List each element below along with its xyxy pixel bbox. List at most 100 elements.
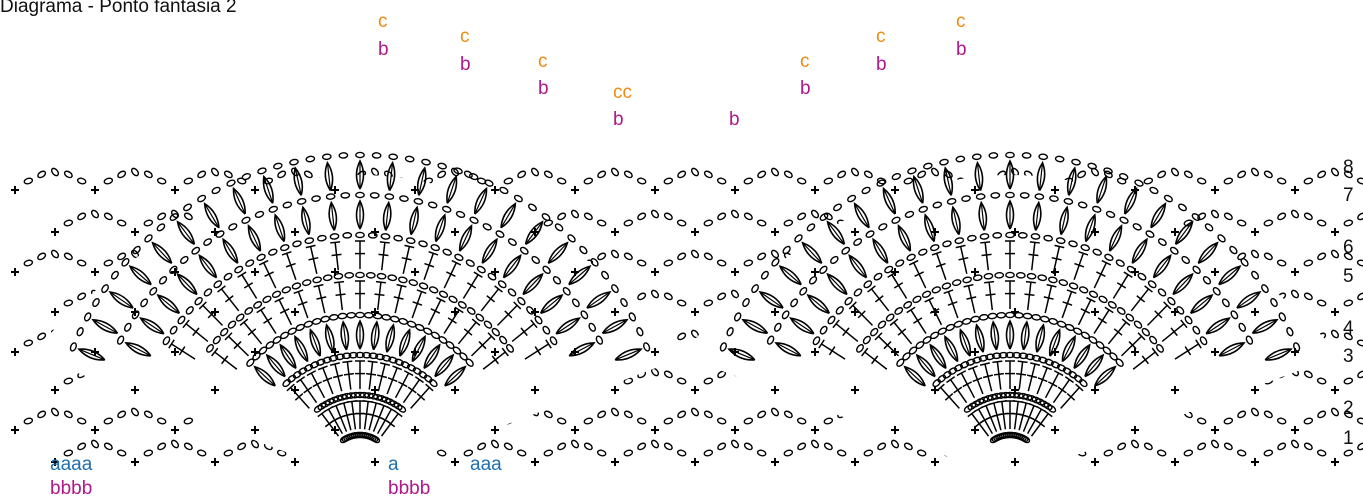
chain-stitch-icon — [941, 282, 952, 290]
chain-stitch-icon — [329, 233, 340, 240]
chain-stitch-icon — [273, 162, 283, 170]
double-crochet-icon — [293, 289, 309, 319]
chain-stitch-icon — [169, 213, 179, 221]
chain-stitch-icon — [1134, 179, 1144, 187]
chain-stitch-icon — [921, 290, 932, 299]
chain-stitch-icon — [476, 177, 487, 185]
chain-stitch-icon — [773, 322, 782, 332]
double-crochet-icon — [427, 296, 446, 326]
chain-stitch-icon — [418, 282, 429, 290]
chain-stitch-icon — [903, 177, 914, 185]
double-crochet-icon — [329, 362, 344, 392]
chain-stitch-icon — [971, 153, 982, 161]
chain-stitch-icon — [1034, 193, 1045, 200]
single-crochet-icon — [971, 426, 979, 434]
chain-stitch-icon — [1276, 259, 1287, 267]
chain-stitch-icon — [76, 177, 87, 185]
label-c-2: c — [460, 26, 470, 47]
chain-stitch-icon — [400, 361, 411, 369]
chain-stitch-icon — [1245, 335, 1254, 345]
chain-stitch-icon — [918, 248, 928, 256]
chain-stitch-icon — [1230, 310, 1239, 320]
chain-stitch-icon — [321, 153, 332, 161]
chain-stitch-icon — [885, 313, 895, 322]
chain-stitch-icon — [1316, 299, 1327, 307]
chain-stitch-icon — [262, 295, 272, 304]
chain-stitch-icon — [1141, 327, 1150, 337]
chain-stitch-icon — [757, 252, 767, 261]
chain-stitch-icon — [457, 301, 467, 309]
double-crochet-icon — [313, 283, 327, 314]
chain-stitch-icon — [932, 378, 941, 388]
double-crochet-icon — [480, 285, 503, 312]
chain-stitch-icon — [812, 336, 821, 346]
chain-stitch-icon — [677, 332, 687, 341]
chain-stitch-icon — [1133, 320, 1143, 329]
chain-stitch-icon — [588, 322, 597, 332]
chain-stitch-icon — [450, 167, 460, 177]
chain-stitch-icon — [1157, 288, 1167, 297]
double-crochet-icon — [979, 362, 994, 392]
single-crochet-icon — [1011, 386, 1019, 394]
chain-stitch-icon — [90, 439, 100, 449]
chain-stitch-icon — [1169, 246, 1179, 255]
single-crochet-icon — [571, 268, 579, 276]
chain-stitch-icon — [519, 246, 529, 255]
chain-stitch-icon — [103, 177, 114, 185]
single-crochet-icon — [531, 228, 539, 236]
chain-stitch-icon — [978, 354, 989, 362]
chain-stitch-icon — [716, 417, 727, 425]
chain-stitch-icon — [1157, 238, 1167, 246]
double-crochet-icon — [393, 283, 407, 314]
chain-stitch-icon — [806, 223, 816, 232]
single-crochet-icon — [731, 268, 739, 276]
single-crochet-icon — [1131, 186, 1139, 194]
chain-stitch-icon — [556, 417, 567, 425]
chain-stitch-icon — [76, 417, 87, 425]
double-crochet-icon — [423, 250, 439, 281]
chain-stitch-icon — [623, 219, 634, 227]
double-crochet-icon — [1130, 285, 1153, 312]
single-crochet-icon — [251, 426, 259, 434]
chain-stitch-icon — [254, 210, 265, 218]
cluster-stitch-icon — [1035, 323, 1046, 353]
single-crochet-icon — [411, 348, 419, 356]
chain-stitch-icon — [953, 364, 964, 372]
single-crochet-icon — [611, 228, 619, 236]
chain-stitch-icon — [726, 327, 734, 337]
chain-stitch-icon — [542, 265, 551, 275]
chain-stitch-icon — [482, 223, 492, 231]
single-crochet-icon — [611, 386, 619, 394]
chain-stitch-icon — [1343, 377, 1354, 385]
chain-stitch-icon — [823, 442, 833, 451]
chain-stitch-icon — [503, 442, 513, 451]
chain-stitch-icon — [226, 179, 236, 187]
chain-stitch-icon — [796, 417, 807, 425]
chain-stitch-icon — [388, 153, 399, 161]
chain-stitch-icon — [703, 299, 714, 307]
chain-stitch-icon — [1237, 170, 1247, 179]
cluster-stitch-icon — [444, 365, 467, 387]
chain-stitch-icon — [835, 306, 844, 315]
single-crochet-icon — [891, 268, 899, 276]
chain-stitch-icon — [437, 170, 447, 179]
row-number-1: 1 — [1343, 428, 1354, 449]
chain-stitch-icon — [1025, 353, 1035, 361]
chain-stitch-icon — [197, 170, 207, 179]
chain-stitch-icon — [177, 315, 186, 325]
chain-stitch-icon — [819, 325, 828, 335]
single-crochet-icon — [931, 386, 939, 394]
chain-stitch-icon — [1170, 167, 1180, 177]
chain-stitch-icon — [1261, 284, 1269, 294]
chain-stitch-icon — [841, 246, 851, 255]
cluster-stitch-icon — [324, 160, 334, 192]
double-crochet-icon — [832, 319, 859, 343]
chain-stitch-icon — [891, 216, 901, 224]
double-crochet-icon — [1061, 289, 1077, 319]
chain-stitch-icon — [1068, 240, 1078, 248]
chain-stitch-icon — [596, 219, 607, 227]
chain-stitch-icon — [405, 237, 416, 245]
chain-stitch-icon — [1091, 205, 1102, 213]
chain-stitch-icon — [1184, 315, 1193, 325]
single-crochet-icon — [811, 268, 819, 276]
